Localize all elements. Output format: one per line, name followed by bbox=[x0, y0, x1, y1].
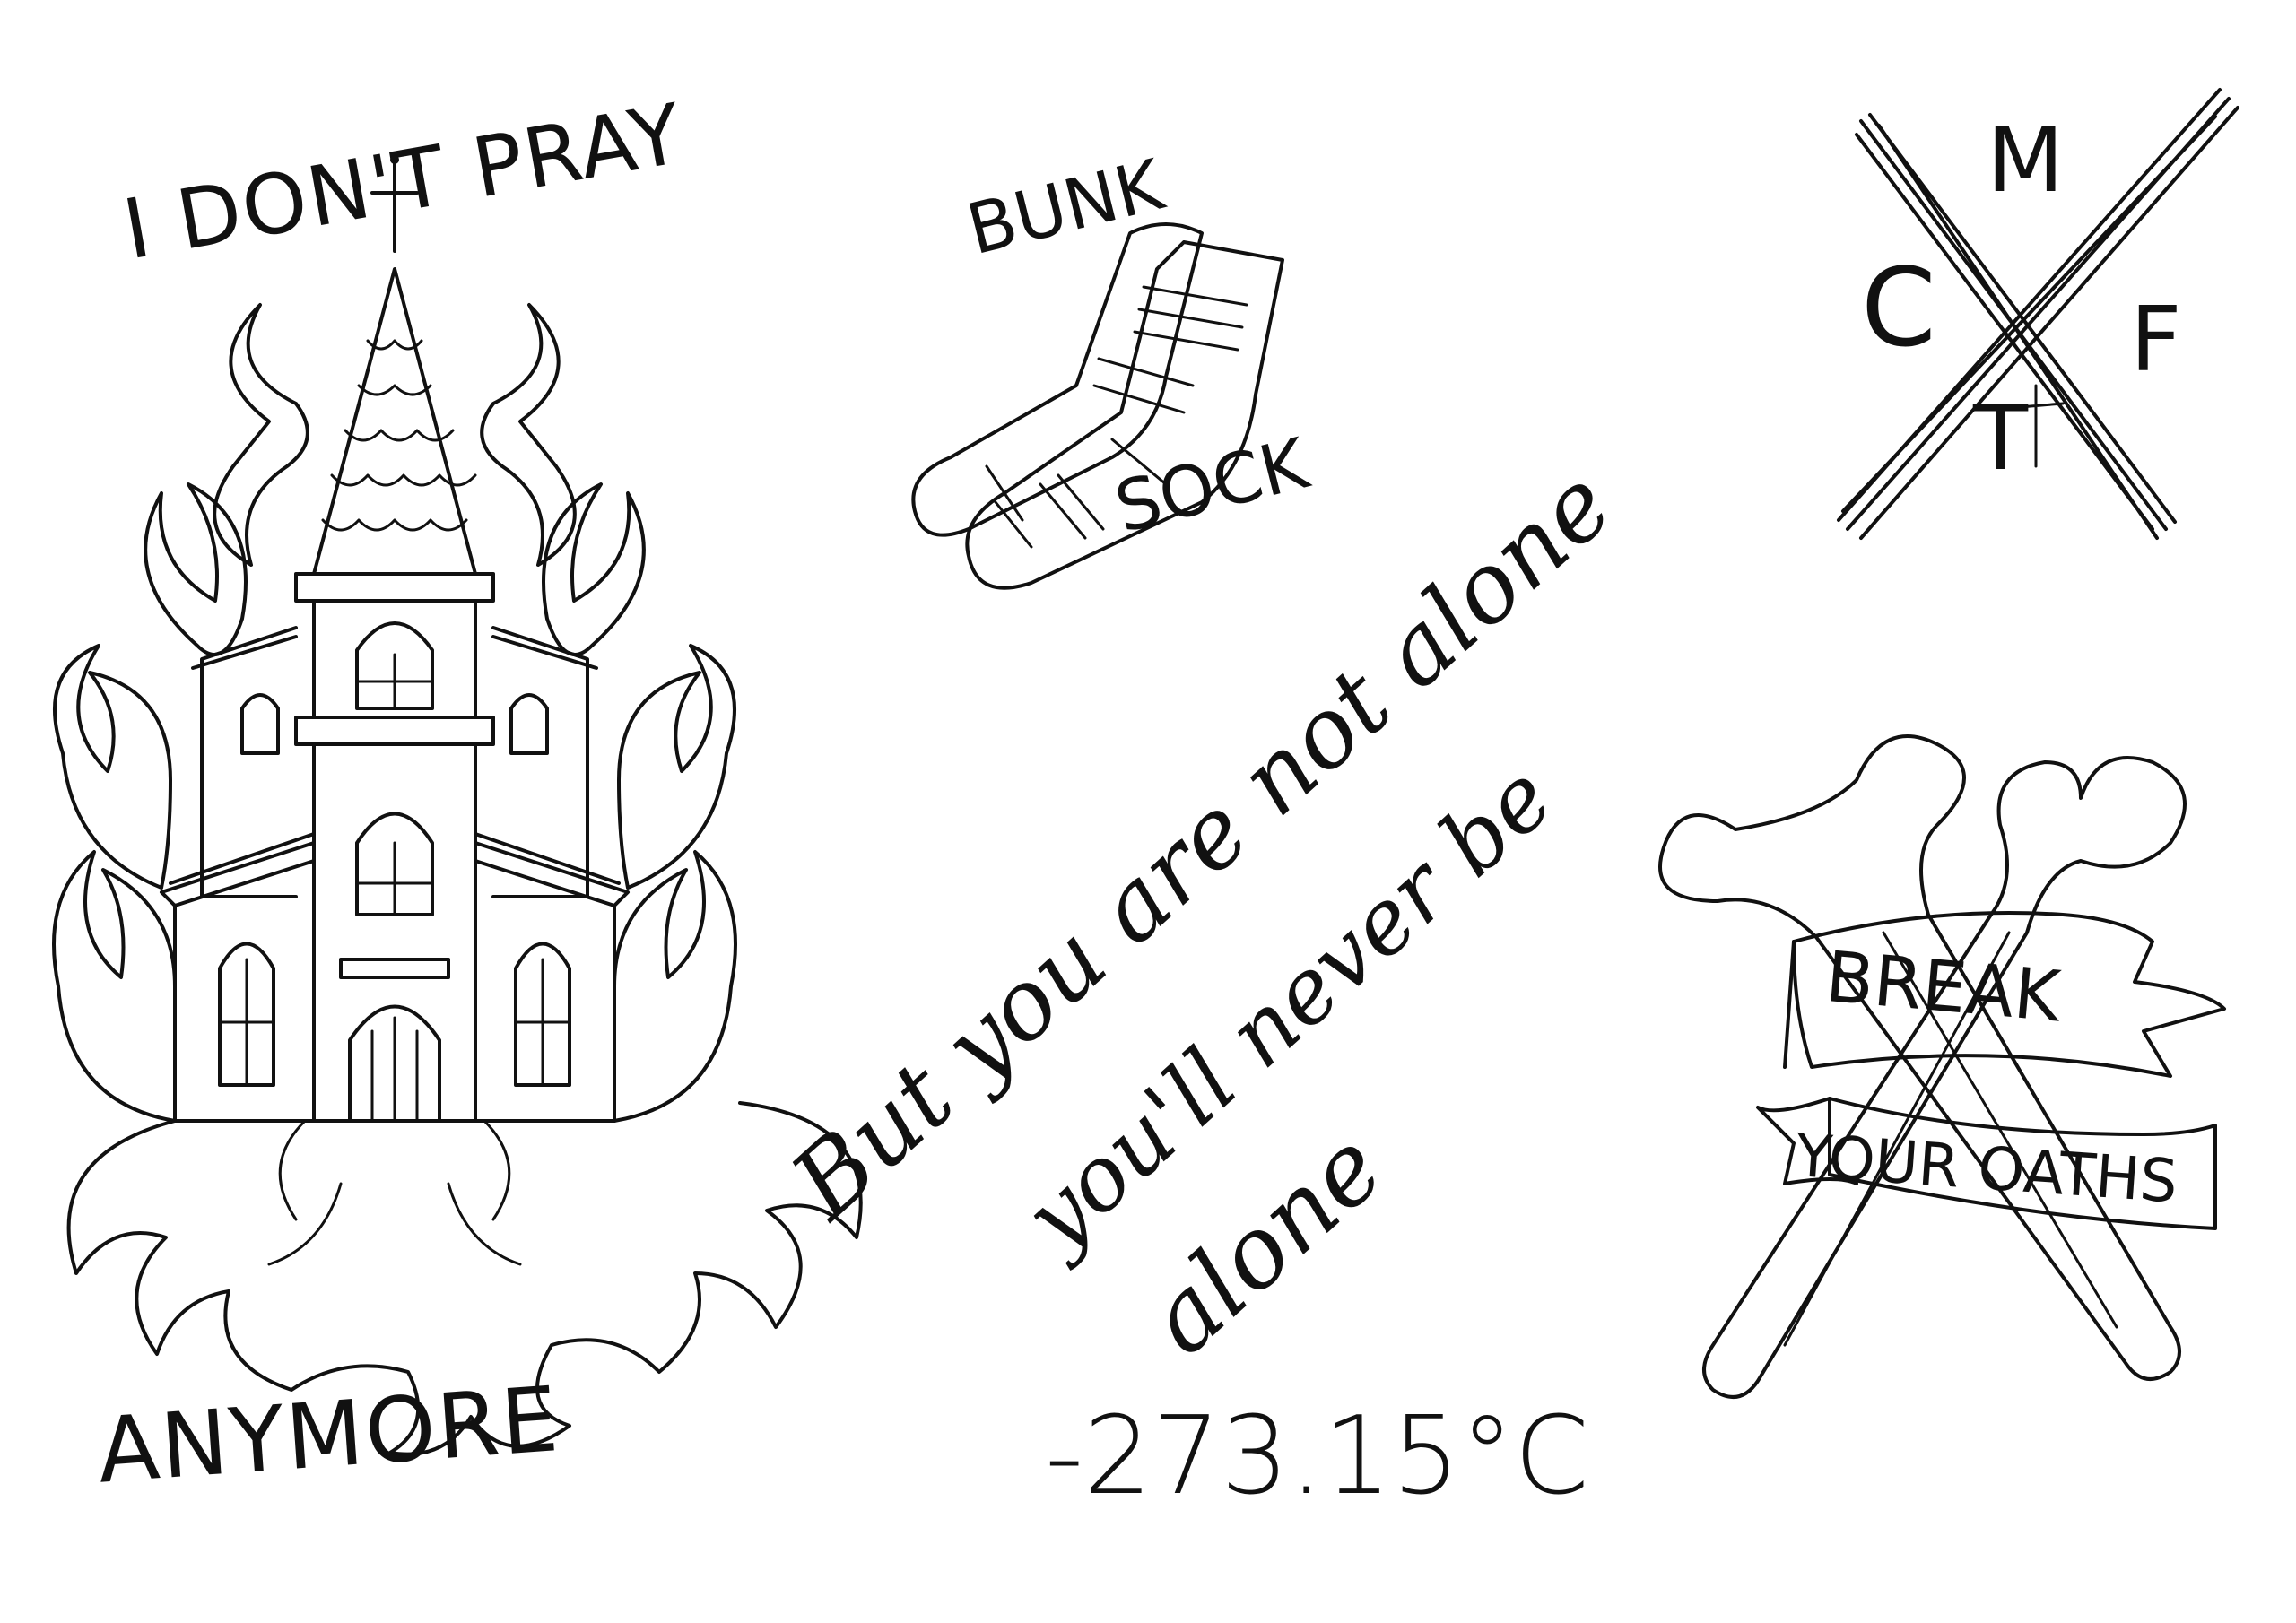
cross-icon bbox=[370, 155, 419, 253]
bone-left bbox=[1658, 734, 2181, 1381]
temperature-text: -273.15°C bbox=[1045, 1394, 1589, 1519]
banner-bottom bbox=[1756, 1097, 2217, 1230]
flames-illustration bbox=[52, 303, 863, 1456]
bone-right bbox=[1702, 756, 2187, 1399]
monogram-letter-c: C bbox=[1861, 247, 1936, 371]
banner-top bbox=[1783, 911, 2226, 1078]
monogram-letter-t: T bbox=[1973, 386, 2029, 490]
monogram-letter-m: M bbox=[1987, 108, 2065, 213]
monogram-letter-f: F bbox=[2130, 287, 2182, 392]
church-tower bbox=[294, 572, 495, 1123]
